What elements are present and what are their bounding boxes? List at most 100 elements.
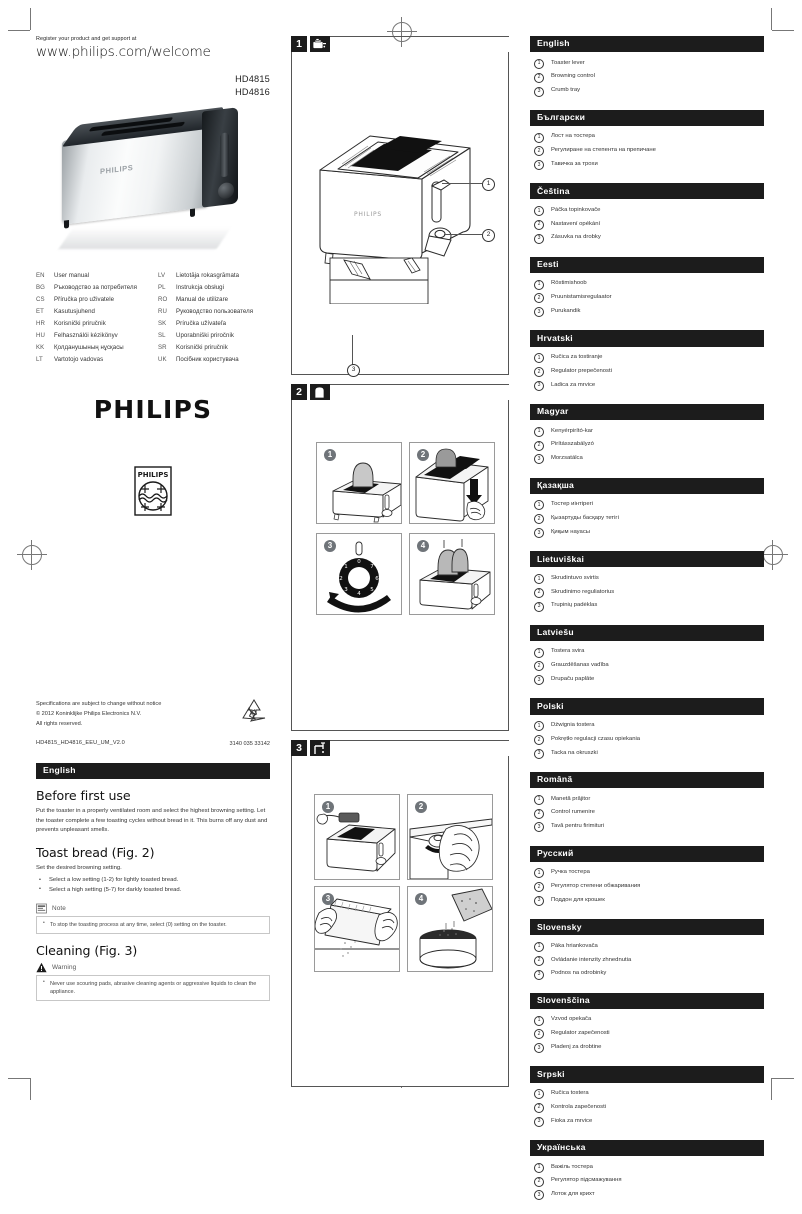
figure-2-body: 1 bbox=[291, 400, 509, 731]
language-index-row: ET Kasutusjuhend bbox=[36, 305, 148, 317]
parts-item-label: Toaster lever bbox=[551, 59, 585, 66]
recycle-icon bbox=[242, 699, 266, 722]
figure-1-callout-1: 1 bbox=[482, 178, 495, 191]
model-number-1: HD4815 bbox=[235, 74, 270, 84]
parts-item-number: 1 bbox=[534, 794, 544, 805]
parts-item-number: 1 bbox=[534, 1162, 544, 1173]
language-index-row: LT Vartotojo vadovas bbox=[36, 353, 148, 365]
parts-item-number: 2 bbox=[534, 661, 544, 672]
crop-mark-bottom-left-h bbox=[8, 1078, 30, 1079]
heading-cleaning: Cleaning (Fig. 3) bbox=[36, 943, 138, 959]
figure-1-body: PHILIPS bbox=[291, 52, 509, 377]
parts-list-item: 3 Purukandik bbox=[530, 306, 764, 320]
language-code: SL bbox=[158, 331, 166, 339]
parts-item-number: 2 bbox=[534, 514, 544, 525]
language-index-row: SK Príručka užívateľa bbox=[158, 317, 270, 329]
parts-item-number: 1 bbox=[534, 279, 544, 290]
language-manual-name: Príručka užívateľa bbox=[176, 319, 227, 327]
language-code: HU bbox=[36, 331, 45, 339]
toaster-foot-left bbox=[64, 220, 69, 229]
language-manual-name: Посібник користувача bbox=[176, 355, 239, 363]
parts-item-number: 1 bbox=[534, 206, 544, 217]
parts-item-label: Trupinių padėklas bbox=[551, 602, 598, 609]
parts-item-label: Лоток для крихт bbox=[551, 1191, 595, 1198]
parts-item-number: 1 bbox=[534, 942, 544, 953]
legal-block: Specifications are subject to change wit… bbox=[36, 699, 270, 749]
parts-item-number: 2 bbox=[534, 1176, 544, 1187]
philips-welcome-url[interactable]: www.philips.com/welcome bbox=[36, 44, 211, 60]
crop-mark-top-left-h bbox=[8, 30, 30, 31]
parts-item-label: Skrudinimo reguliatorius bbox=[551, 588, 615, 595]
language-code: LV bbox=[158, 271, 166, 279]
language-manual-name: Příručka pro uživatele bbox=[54, 295, 115, 303]
bread-slice-icon bbox=[314, 386, 325, 398]
figure-1-number: 1 bbox=[291, 36, 307, 52]
parts-list-language-bar: Български bbox=[530, 109, 764, 126]
parts-item-number: 3 bbox=[534, 86, 544, 97]
figure-2-step-badge-3: 3 bbox=[324, 540, 336, 552]
language-manual-name: Felhasználói kézikönyv bbox=[54, 331, 118, 339]
figure-3-step-2-cell: 2 bbox=[407, 794, 493, 880]
figure-1-header: 1 bbox=[291, 36, 509, 52]
figure-2-step-1-drawing bbox=[332, 462, 401, 523]
browning-dial-drawing: 0 7 6 5 4 3 2 1 bbox=[327, 541, 391, 613]
parts-item-label: Skrudintuvo svirtis bbox=[551, 574, 599, 581]
toast-bread-bullets: Select a low setting (1-2) for lightly t… bbox=[36, 876, 270, 895]
parts-item-number: 3 bbox=[534, 896, 544, 907]
toaster-lever-photo bbox=[220, 132, 229, 178]
svg-text:5: 5 bbox=[370, 587, 374, 593]
language-manual-name: Руководство пользователя bbox=[176, 307, 254, 315]
parts-item-label: Páčka topinkovače bbox=[551, 206, 601, 213]
parts-item-number: 1 bbox=[534, 1089, 544, 1100]
figure-3-step-4-drawing bbox=[419, 888, 492, 969]
parts-list-language-bar: Latviešu bbox=[530, 624, 764, 641]
language-code: SK bbox=[158, 319, 167, 327]
crop-mark-top-left-v bbox=[30, 8, 31, 30]
parts-item-label: Pruunistamisregulaator bbox=[551, 294, 612, 301]
toaster-icon bbox=[312, 38, 326, 49]
text-before-first-use: Put the toaster in a properly ventilated… bbox=[36, 808, 268, 834]
parts-item-label: Purukandik bbox=[551, 308, 581, 315]
language-manual-name: Uporabniški priročnik bbox=[176, 331, 234, 339]
parts-item-label: Regulator zapečenosti bbox=[551, 1030, 610, 1037]
parts-item-number: 1 bbox=[534, 1015, 544, 1026]
figure-3-step-4-cell: 4 bbox=[407, 886, 493, 972]
note-box: To stop the toasting process at any time… bbox=[36, 916, 270, 935]
language-code: PL bbox=[158, 283, 166, 291]
parts-item-number: 3 bbox=[534, 307, 544, 318]
note-callout: Note To stop the toasting process at any… bbox=[36, 903, 270, 935]
language-index-col-left: EN User manual BG Ръководство за потреби… bbox=[36, 269, 148, 365]
parts-item-label: Morzsatálca bbox=[551, 455, 583, 462]
figure-3-step-badge-3: 3 bbox=[322, 893, 334, 905]
parts-list-item: 1 Toaster lever bbox=[530, 57, 764, 71]
language-index-row: LV Lietotāja rokasgrāmata bbox=[158, 269, 270, 281]
parts-item-number: 3 bbox=[534, 601, 544, 612]
parts-item-number: 1 bbox=[534, 58, 544, 69]
model-number-list: HD4815 HD4816 bbox=[36, 73, 270, 99]
heading-before-first-use: Before first use bbox=[36, 788, 131, 804]
